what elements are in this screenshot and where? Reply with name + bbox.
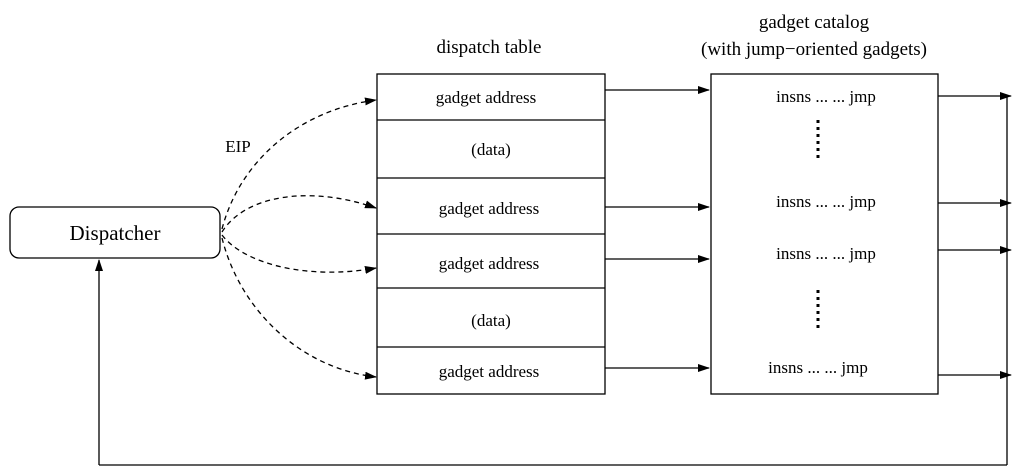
table-to-catalog-arrows <box>605 86 710 372</box>
return-loop <box>95 96 1008 466</box>
dispatch-table-title: dispatch table <box>437 37 542 58</box>
eip-arrow-2 <box>221 195 377 233</box>
gadget-entry: insns ... ... jmp <box>776 192 876 211</box>
gadget-catalog-subtitle: (with jump−oriented gadgets) <box>701 39 927 60</box>
dispatcher-node: Dispatcher <box>9 206 221 259</box>
eip-arrows <box>221 97 377 380</box>
table-row-gadget-address: gadget address <box>439 362 540 381</box>
dispatcher-label: Dispatcher <box>70 221 161 245</box>
eip-arrow-3 <box>221 234 377 274</box>
gadget-entry: insns ... ... jmp <box>776 244 876 263</box>
eip-arrow-1 <box>221 97 377 230</box>
eip-label: EIP <box>225 137 251 156</box>
table-row-gadget-address: gadget address <box>439 199 540 218</box>
gadget-catalog-title: gadget catalog <box>759 12 870 33</box>
gadget-entry: insns ... ... jmp <box>776 87 876 106</box>
dispatcher-box <box>9 206 221 259</box>
table-row-data: (data) <box>471 311 511 330</box>
eip-arrow-4 <box>221 237 377 380</box>
table-row-data: (data) <box>471 140 511 159</box>
gadget-entry: insns ... ... jmp <box>768 358 868 377</box>
dispatch-table: gadget address (data) gadget address gad… <box>376 73 606 395</box>
gadget-catalog: insns ... ... jmp insns ... ... jmp insn… <box>710 73 939 395</box>
table-row-gadget-address: gadget address <box>439 254 540 273</box>
catalog-output-arrows <box>938 92 1012 379</box>
table-row-gadget-address: gadget address <box>436 88 537 107</box>
gadget-catalog-frame <box>710 73 939 395</box>
